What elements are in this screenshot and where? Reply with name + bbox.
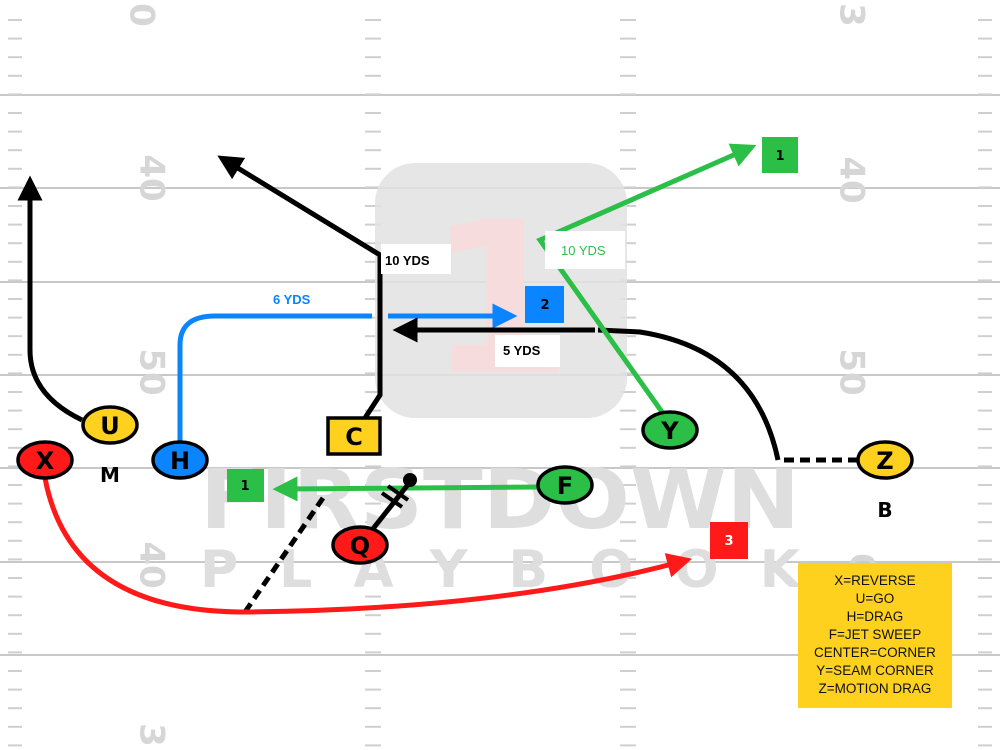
u-route-go <box>17 175 84 423</box>
pitch-marker <box>380 473 417 509</box>
legend-item: H=DRAG <box>846 609 904 624</box>
read-box <box>525 286 564 323</box>
svg-text:X: X <box>36 447 55 475</box>
legend-item: Z=MOTION DRAG <box>818 681 932 696</box>
y-route-seam-corner <box>536 143 757 414</box>
yard-number: 0 <box>122 3 162 27</box>
legend-item: F=JET SWEEP <box>828 627 922 642</box>
svg-text:Y: Y <box>660 417 679 445</box>
z-route-drag <box>597 327 781 461</box>
player-x[interactable]: X <box>16 440 74 480</box>
read-box <box>762 137 798 173</box>
yard-number: 50 <box>832 348 872 395</box>
yard-numbers: 0 40 50 40 3 3 40 50 0 <box>122 3 882 747</box>
qb-pitch-line <box>370 480 412 532</box>
route-label: 10 YDS <box>385 253 430 268</box>
read-box <box>227 469 264 502</box>
svg-text:Q: Q <box>350 532 370 560</box>
legend-item: Y=SEAM CORNER <box>816 663 934 678</box>
player-u[interactable]: U <box>81 405 139 445</box>
yard-number: 40 <box>132 154 172 201</box>
read-number: 2 <box>540 298 549 313</box>
svg-text:F: F <box>557 472 573 500</box>
center-route-corner <box>217 155 383 420</box>
defender-b: B <box>877 498 892 522</box>
route-label: 10 YDS <box>561 243 606 258</box>
read-number: 1 <box>240 479 249 494</box>
ball-icon <box>403 473 417 487</box>
route-label: 5 YDS <box>503 343 541 358</box>
yard-number: 50 <box>132 348 172 395</box>
player-z[interactable]: Z <box>856 440 914 480</box>
x-route-reverse <box>42 477 693 615</box>
read-box <box>710 522 748 559</box>
play-legend: X=REVERSE U=GO H=DRAG F=JET SWEEP CENTER… <box>798 563 952 708</box>
svg-text:Z: Z <box>876 447 893 475</box>
svg-text:U: U <box>100 412 120 440</box>
player-q[interactable]: Q <box>331 525 389 565</box>
svg-text:H: H <box>170 447 190 475</box>
svg-text:C: C <box>345 423 363 451</box>
legend-item: U=GO <box>855 591 895 606</box>
route-label: 6 YDS <box>273 292 311 307</box>
yard-number: 3 <box>832 3 872 27</box>
pitch-dashed-line <box>242 496 326 614</box>
player-y[interactable]: Y <box>641 410 699 450</box>
f-route-jet-sweep <box>272 476 539 502</box>
yard-number: 40 <box>132 541 172 588</box>
defender-m: M <box>100 463 120 487</box>
player-h[interactable]: H <box>151 440 209 480</box>
player-f[interactable]: F <box>536 465 594 505</box>
yard-number: 3 <box>132 723 172 747</box>
h-route-drag <box>177 316 505 443</box>
yard-number: 40 <box>832 156 872 203</box>
legend-item: CENTER=CORNER <box>814 645 936 660</box>
legend-item: X=REVERSE <box>834 573 916 588</box>
player-center[interactable]: C <box>326 416 382 456</box>
read-number: 3 <box>724 534 733 549</box>
read-number: 1 <box>775 149 784 164</box>
hash-marks <box>8 19 992 747</box>
